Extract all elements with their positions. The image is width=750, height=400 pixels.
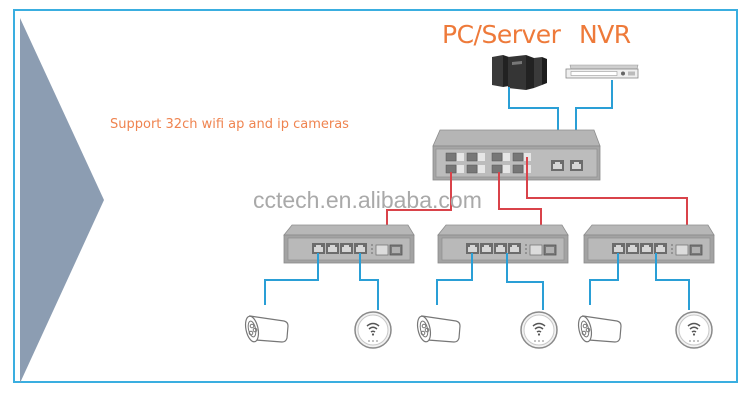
- access-switch-3: [584, 225, 714, 263]
- diagram-frame: [13, 9, 738, 383]
- access-switch-1: [284, 225, 414, 263]
- ip-camera-icon: [575, 314, 622, 344]
- nvr-icon: [565, 64, 639, 79]
- wifi-ap-icon: [354, 311, 392, 349]
- ap-cable-2: [506, 253, 544, 310]
- pc-server-label: PC/Server: [442, 20, 561, 49]
- core-switch: [432, 129, 601, 181]
- server-icon: [492, 55, 547, 90]
- camera-cable-1: [264, 253, 319, 305]
- arrow-shape: [20, 18, 104, 383]
- camera-cable-3: [589, 253, 619, 305]
- nvr-label: NVR: [579, 20, 631, 49]
- wifi-ap-icon: [675, 311, 713, 349]
- ap-cable-3: [655, 253, 690, 310]
- watermark: cctech.en.alibaba.com: [253, 187, 482, 213]
- wifi-ap-icon: [520, 311, 558, 349]
- access-switch-2: [438, 225, 568, 263]
- ip-camera-icon: [414, 314, 461, 344]
- support-caption: Support 32ch wifi ap and ip cameras: [110, 117, 349, 132]
- ap-cable-1: [359, 253, 379, 310]
- fiber-link-3: [526, 157, 688, 247]
- camera-cable-2: [436, 253, 473, 305]
- ip-camera-icon: [242, 314, 289, 344]
